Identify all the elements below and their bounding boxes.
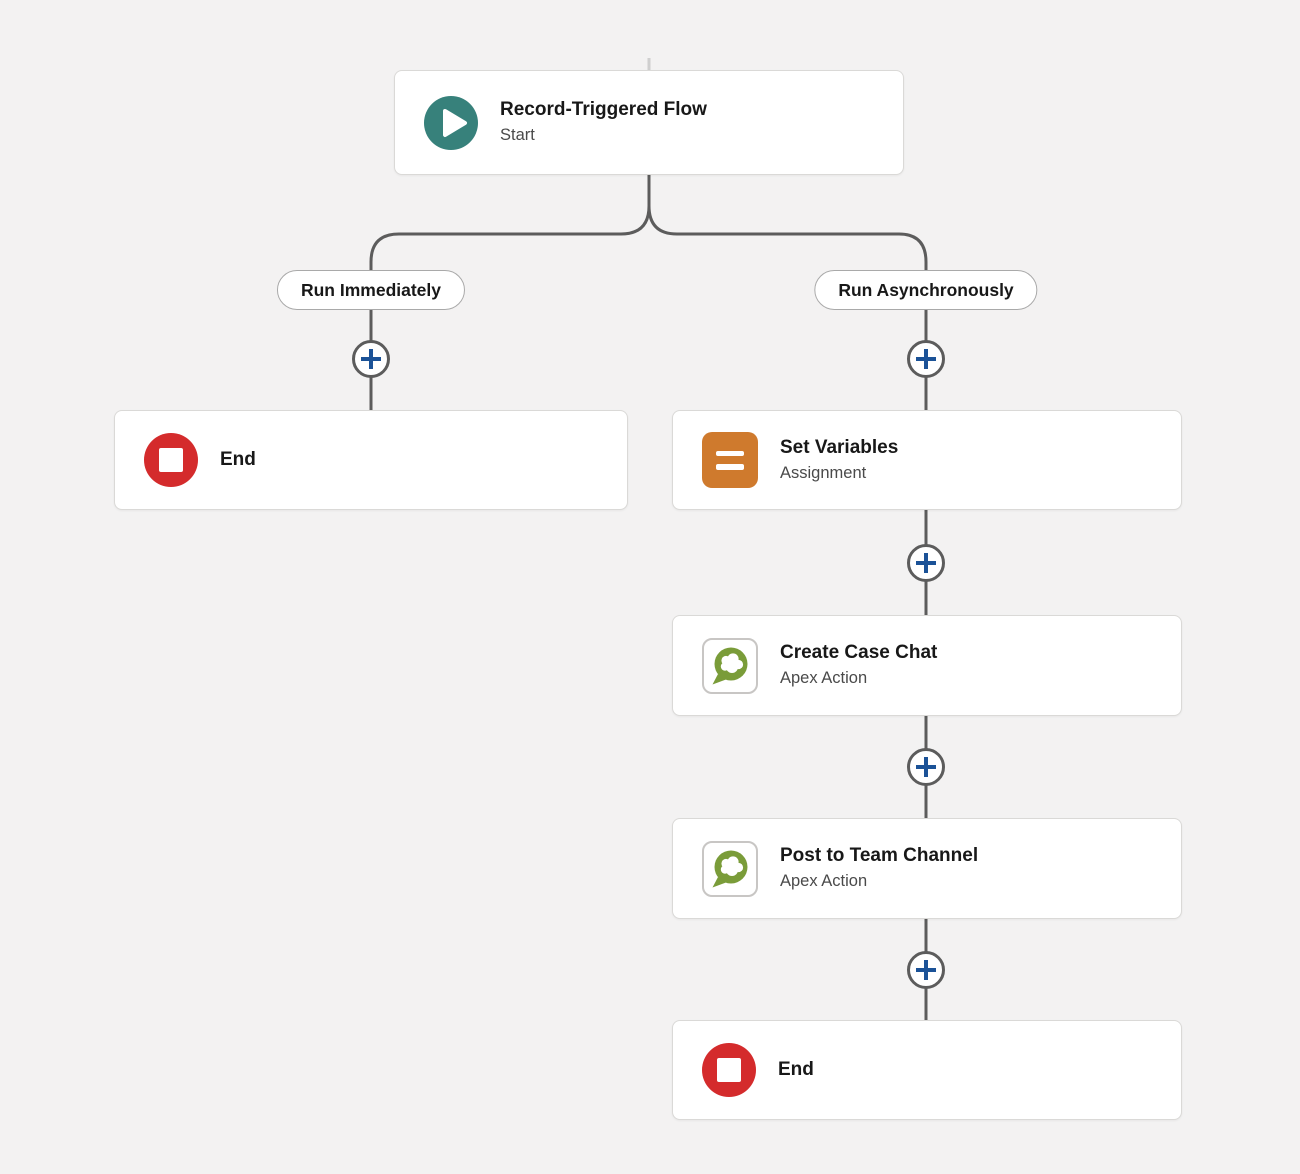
branch-label-text: Run Asynchronously [838, 279, 1014, 300]
add-element-button-right-branch-4[interactable] [907, 951, 945, 989]
branch-label-run-asynchronously: Run Asynchronously [814, 270, 1038, 310]
node-end-right[interactable]: End [672, 1020, 1182, 1120]
equals-bars-icon [702, 432, 758, 488]
branch-label-text: Run Immediately [300, 279, 442, 300]
add-element-button-right-branch-3[interactable] [907, 748, 945, 786]
plus-icon [924, 349, 928, 369]
apex-action-icon-wrap [702, 840, 758, 897]
node-end-left[interactable]: End [114, 410, 628, 510]
play-icon [424, 95, 478, 150]
start-icon-wrap [424, 95, 478, 150]
node-subtitle: Start [500, 126, 535, 145]
end-icon-wrap [702, 1043, 756, 1097]
apex-action-icon-wrap [702, 637, 758, 694]
node-title: Post to Team Channel [780, 845, 979, 867]
node-title: Record-Triggered Flow [500, 99, 707, 121]
node-create-case-chat[interactable]: Create Case Chat Apex Action [672, 615, 1182, 716]
node-subtitle: Apex Action [780, 669, 868, 688]
node-set-variables[interactable]: Set Variables Assignment [672, 410, 1182, 510]
add-element-button-left-branch[interactable] [352, 340, 390, 378]
node-title: End [778, 1059, 814, 1081]
branch-label-run-immediately: Run Immediately [276, 270, 466, 310]
node-title: End [220, 449, 256, 471]
plus-icon [924, 757, 928, 777]
add-element-button-right-branch-2[interactable] [907, 544, 945, 582]
plus-icon [369, 349, 373, 369]
stop-square-icon [144, 433, 198, 487]
add-element-button-right-branch-1[interactable] [907, 340, 945, 378]
assignment-icon-wrap [702, 432, 758, 488]
plus-icon [924, 553, 928, 573]
node-subtitle: Apex Action [780, 872, 868, 891]
end-icon-wrap [144, 433, 198, 487]
node-start[interactable]: Record-Triggered Flow Start [394, 70, 904, 175]
node-title: Set Variables [780, 436, 899, 458]
chat-bubble-icon [702, 840, 758, 897]
node-subtitle: Assignment [780, 463, 867, 482]
node-post-to-team-channel[interactable]: Post to Team Channel Apex Action [672, 818, 1182, 919]
node-title: Create Case Chat [780, 642, 938, 664]
chat-bubble-icon [702, 637, 758, 694]
plus-icon [924, 960, 928, 980]
stop-square-icon [702, 1043, 756, 1097]
